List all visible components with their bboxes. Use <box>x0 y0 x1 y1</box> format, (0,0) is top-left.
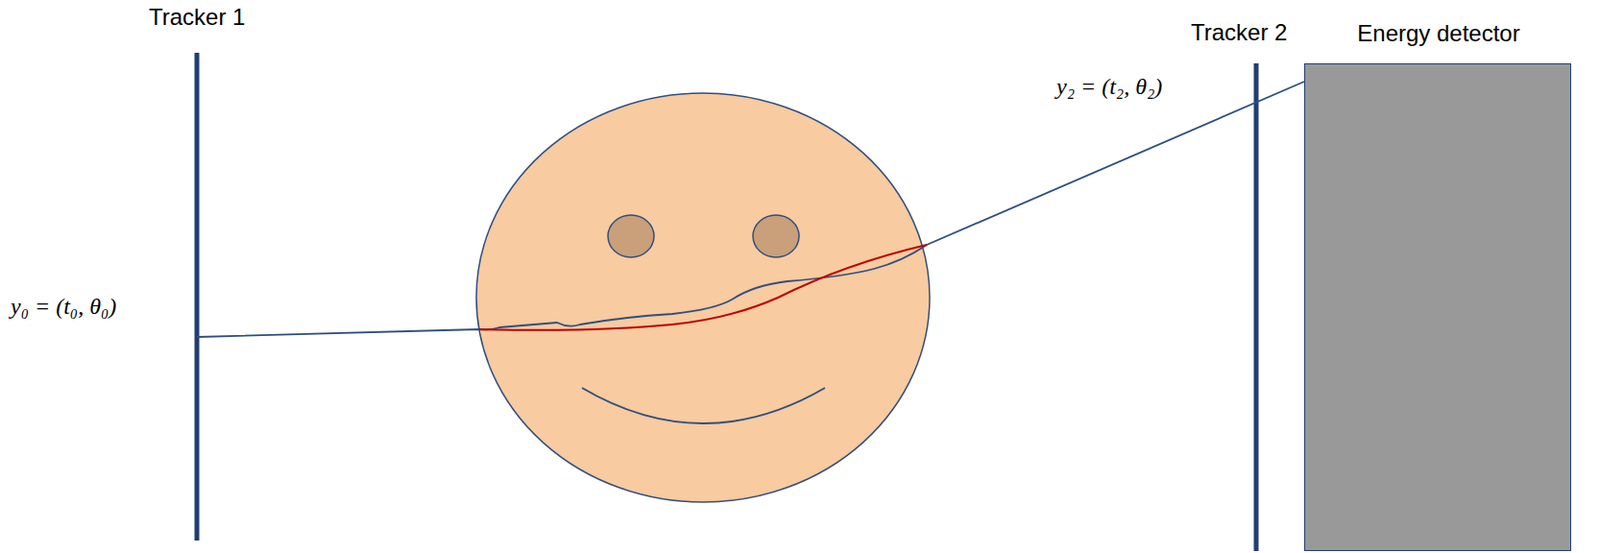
measurement-label: y₀ = (t₀, θ₀) <box>10 292 117 321</box>
measurement-label: y₂ = (t₂, θ₂) <box>1056 72 1163 101</box>
tracker-label: Tracker 2 <box>1190 19 1287 48</box>
proton-track <box>196 81 1305 338</box>
face-smile <box>581 387 825 424</box>
face-eye <box>607 215 655 258</box>
energy-detector: Energy detector <box>1304 63 1572 552</box>
tracker-plane <box>194 52 200 541</box>
tracker-label: Tracker 1 <box>148 3 245 32</box>
face-eye <box>752 215 800 258</box>
node-heading: Energy detector <box>1357 20 1520 49</box>
phantom-face <box>476 93 930 503</box>
tracker-plane <box>1254 63 1260 552</box>
estimated-path <box>479 244 927 331</box>
